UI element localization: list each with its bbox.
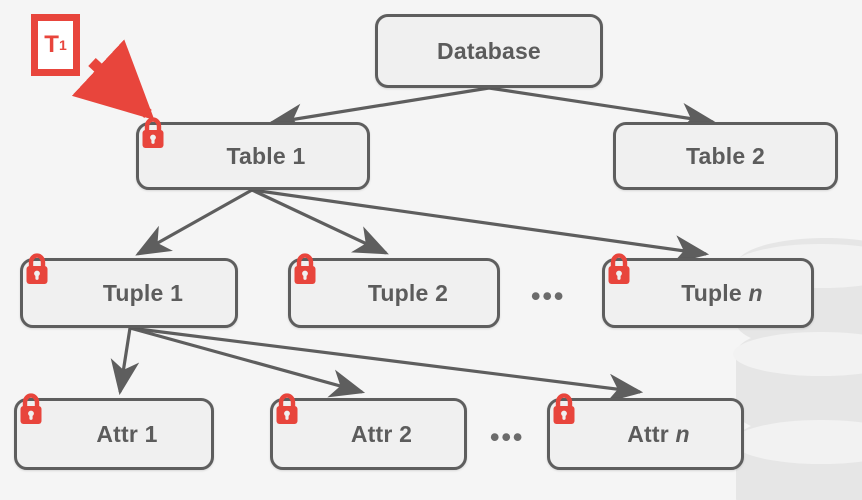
node-table-2[interactable]: Table 2 <box>613 122 838 190</box>
lock-icon <box>26 253 48 284</box>
node-table-2-label: Table 2 <box>686 142 765 169</box>
lock-icon <box>20 393 42 424</box>
edge-table1-tuplen <box>251 188 710 264</box>
node-tuple-n[interactable]: Tuple n <box>602 253 814 328</box>
node-tuple-1-label: Tuple 1 <box>102 279 184 306</box>
lock-icon <box>276 393 298 424</box>
edge-database-table2 <box>488 86 717 132</box>
edge-tuple1-attrn <box>129 326 644 403</box>
node-table-1-label: Table 1 <box>226 142 306 169</box>
node-tuple-2[interactable]: Tuple 2 <box>288 253 500 328</box>
edge-database-table1 <box>267 86 490 133</box>
edge-table1-tuple1 <box>135 188 253 256</box>
lock-icon <box>142 117 164 148</box>
node-tuple-1[interactable]: Tuple 1 <box>20 253 238 328</box>
edge-table1-tuple2 <box>251 188 389 255</box>
node-attr-2[interactable]: Attr 2 <box>270 393 467 470</box>
node-attr-2-label: Attr 2 <box>350 420 413 447</box>
node-database[interactable]: Database <box>375 14 603 88</box>
node-attr-1[interactable]: Attr 1 <box>14 393 214 470</box>
ellipsis-tuple-text: ••• <box>531 281 566 311</box>
transaction-pointer-arrow <box>71 39 155 120</box>
node-tuple-2-label: Tuple 2 <box>367 279 449 306</box>
ellipsis-tuple-row: ••• <box>531 283 565 310</box>
node-attr-n-index: n <box>675 420 690 447</box>
transaction-subscript: 1 <box>58 37 67 53</box>
lock-icon <box>294 253 316 284</box>
edge-tuple1-attr1 <box>110 327 140 396</box>
node-database-label: Database <box>437 37 541 64</box>
node-attr-n-prefix: Attr <box>627 420 676 447</box>
node-attr-n[interactable]: Attr n <box>547 393 744 470</box>
node-attr-1-label: Attr 1 <box>96 420 158 447</box>
lock-icon <box>608 253 630 284</box>
ellipsis-attr-row: ••• <box>490 424 524 451</box>
node-table-1[interactable]: Table 1 <box>136 117 370 190</box>
node-tuple-n-index: n <box>748 279 763 306</box>
node-tuple-n-label: Tuple n <box>653 280 762 307</box>
ellipsis-attr-text: ••• <box>490 422 525 452</box>
node-tuple-n-prefix: Tuple <box>681 279 749 306</box>
node-attr-n-label: Attr n <box>601 421 690 448</box>
edge-tuple1-attr2 <box>129 326 366 398</box>
transaction-letter: T <box>44 31 59 58</box>
lock-icon <box>553 393 575 424</box>
